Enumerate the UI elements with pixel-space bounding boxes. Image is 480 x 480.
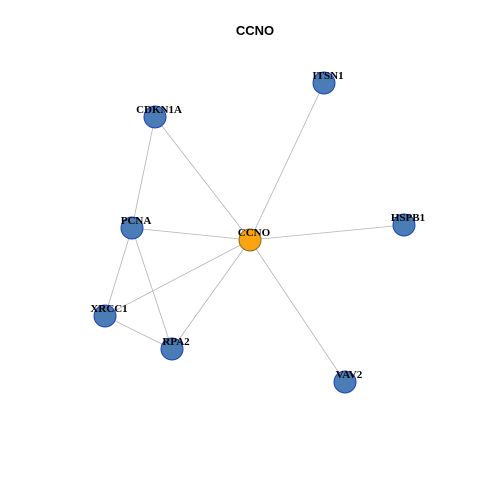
- edge-pcna-rpa2: [131, 227, 173, 350]
- node-label-itsn1: ITSN1: [312, 70, 343, 82]
- edge-ccno-pcna: [131, 227, 251, 241]
- edge-ccno-hspb1: [249, 224, 405, 241]
- node-itsn1: ITSN1: [312, 70, 344, 95]
- node-ccno: CCNO: [238, 227, 271, 252]
- node-label-vav2: VAV2: [336, 369, 363, 381]
- node-vav2: VAV2: [333, 369, 363, 394]
- edge-pcna-xrcc1: [104, 227, 133, 317]
- diagram-title: CCNO: [236, 23, 274, 38]
- node-circle-rpa2: [160, 337, 184, 361]
- node-pcna: PCNA: [120, 215, 152, 240]
- node-label-rpa2: RPA2: [162, 336, 190, 348]
- node-circle-cdkn1a: [143, 105, 167, 129]
- node-label-xrcc1: XRCC1: [90, 303, 127, 315]
- edge-ccno-vav2: [249, 239, 346, 383]
- edge-ccno-cdkn1a: [154, 116, 251, 241]
- node-circle-vav2: [333, 370, 357, 394]
- node-rpa2: RPA2: [160, 336, 190, 361]
- node-label-hspb1: HSPB1: [391, 212, 425, 224]
- edge-ccno-xrcc1: [104, 239, 251, 317]
- edges-layer: [104, 82, 405, 383]
- node-label-cdkn1a: CDKN1A: [136, 104, 182, 116]
- node-circle-xrcc1: [93, 304, 117, 328]
- node-circle-itsn1: [312, 71, 336, 95]
- node-xrcc1: XRCC1: [90, 303, 128, 328]
- node-circle-hspb1: [392, 213, 416, 237]
- edge-ccno-rpa2: [171, 239, 251, 350]
- edge-xrcc1-rpa2: [104, 315, 173, 350]
- node-label-pcna: PCNA: [121, 215, 152, 227]
- node-hspb1: HSPB1: [391, 212, 425, 237]
- node-cdkn1a: CDKN1A: [136, 104, 182, 129]
- node-label-ccno: CCNO: [238, 227, 271, 239]
- node-circle-ccno: [238, 228, 262, 252]
- edge-cdkn1a-pcna: [131, 116, 156, 229]
- edge-ccno-itsn1: [249, 82, 325, 241]
- node-circle-pcna: [120, 216, 144, 240]
